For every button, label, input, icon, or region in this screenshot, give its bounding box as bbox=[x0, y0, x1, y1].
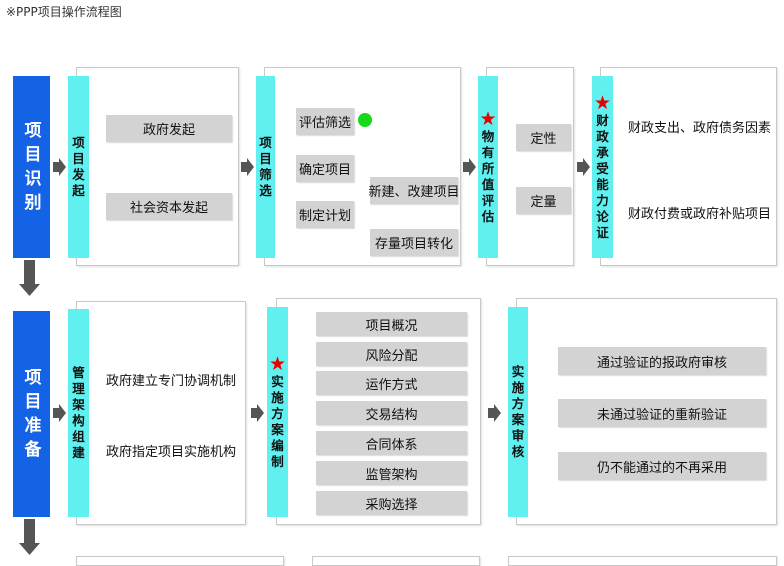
initiate-item-government: 政府发起 bbox=[106, 115, 232, 142]
star-icon: ★ bbox=[268, 352, 287, 375]
vfm-item-qualitative: 定性 bbox=[516, 124, 571, 151]
fiscal-item-subsidy: 财政付费或政府补贴项目 bbox=[628, 206, 772, 222]
fiscal-item-expenditure: 财政支出、政府债务因素 bbox=[628, 120, 772, 136]
screen-item-evaluate: 评估筛选 bbox=[296, 108, 354, 135]
arrow-to-plan bbox=[251, 404, 264, 422]
initiate-item-social-capital: 社会资本发起 bbox=[106, 193, 232, 220]
star-icon: ★ bbox=[593, 91, 612, 114]
arrow-to-initiate bbox=[53, 158, 66, 176]
review-header: 实施方案审核 bbox=[508, 307, 528, 517]
screen-item-plan: 制定计划 bbox=[296, 201, 354, 228]
screen-title: 项目筛选 bbox=[259, 135, 272, 198]
mgmt-header: 管理架构组建 bbox=[68, 309, 89, 517]
next-frame-2 bbox=[312, 556, 480, 566]
plan-item-risk-allocation: 风险分配 bbox=[316, 342, 467, 366]
plan-header: ★ 实施方案编制 bbox=[267, 307, 288, 517]
plan-item-operation-mode: 运作方式 bbox=[316, 371, 467, 395]
arrow-to-review bbox=[488, 404, 501, 422]
next-frame-3 bbox=[508, 556, 777, 566]
initiate-header: 项目发起 bbox=[68, 76, 89, 258]
review-item-reverify: 未通过验证的重新验证 bbox=[558, 399, 766, 427]
plan-item-transaction-structure: 交易结构 bbox=[316, 401, 467, 425]
vfm-title: 物有所值评估 bbox=[481, 128, 495, 224]
plan-item-stock-conversion: 存量项目转化 bbox=[370, 229, 458, 256]
review-item-rejected: 仍不能通过的不再采用 bbox=[558, 452, 766, 480]
review-item-approved: 通过验证的报政府审核 bbox=[558, 347, 766, 375]
stage-identify-label: 项目识别 bbox=[24, 121, 42, 213]
review-title: 实施方案审核 bbox=[511, 364, 525, 459]
diagram-caption: ※PPP项目操作流程图 bbox=[6, 5, 122, 19]
screen-item-confirm: 确定项目 bbox=[296, 155, 354, 182]
green-status-dot bbox=[358, 113, 372, 127]
vfm-header: ★ 物有所值评估 bbox=[478, 76, 498, 258]
stage-prepare-label: 项目准备 bbox=[24, 368, 42, 460]
plan-title: 实施方案编制 bbox=[271, 373, 284, 469]
fiscal-title: 财政承受能力论证 bbox=[596, 112, 609, 240]
mgmt-frame bbox=[76, 301, 246, 525]
star-icon: ★ bbox=[479, 107, 497, 130]
next-frame-1 bbox=[76, 556, 284, 566]
initiate-title: 项目发起 bbox=[72, 135, 85, 198]
vfm-item-quantitative: 定量 bbox=[516, 187, 571, 214]
plan-item-contract-system: 合同体系 bbox=[316, 431, 467, 455]
arrow-to-vfm bbox=[463, 158, 476, 176]
arrow-to-fiscal bbox=[577, 158, 590, 176]
fiscal-frame bbox=[600, 67, 777, 266]
stage-project-identification: 项目识别 bbox=[13, 76, 50, 258]
stage-project-preparation: 项目准备 bbox=[13, 311, 50, 517]
screen-header: 项目筛选 bbox=[256, 76, 275, 258]
plan-item-overview: 项目概况 bbox=[316, 312, 467, 336]
arrow-to-screen bbox=[241, 158, 254, 176]
arrow-to-mgmt bbox=[53, 404, 66, 422]
plan-item-procurement: 采购选择 bbox=[316, 491, 467, 515]
mgmt-title: 管理架构组建 bbox=[72, 365, 85, 460]
arrow-stage-down-2 bbox=[19, 519, 40, 555]
mgmt-item-implementing-agency: 政府指定项目实施机构 bbox=[106, 444, 237, 460]
plan-item-supervision: 监管架构 bbox=[316, 461, 467, 485]
plan-item-new-build: 新建、改建项目 bbox=[369, 177, 460, 204]
mgmt-item-coordination: 政府建立专门协调机制 bbox=[106, 373, 237, 389]
initiate-frame bbox=[76, 67, 239, 266]
fiscal-header: ★ 财政承受能力论证 bbox=[592, 76, 613, 258]
vfm-frame bbox=[486, 67, 574, 266]
arrow-stage-down-1 bbox=[19, 260, 40, 296]
